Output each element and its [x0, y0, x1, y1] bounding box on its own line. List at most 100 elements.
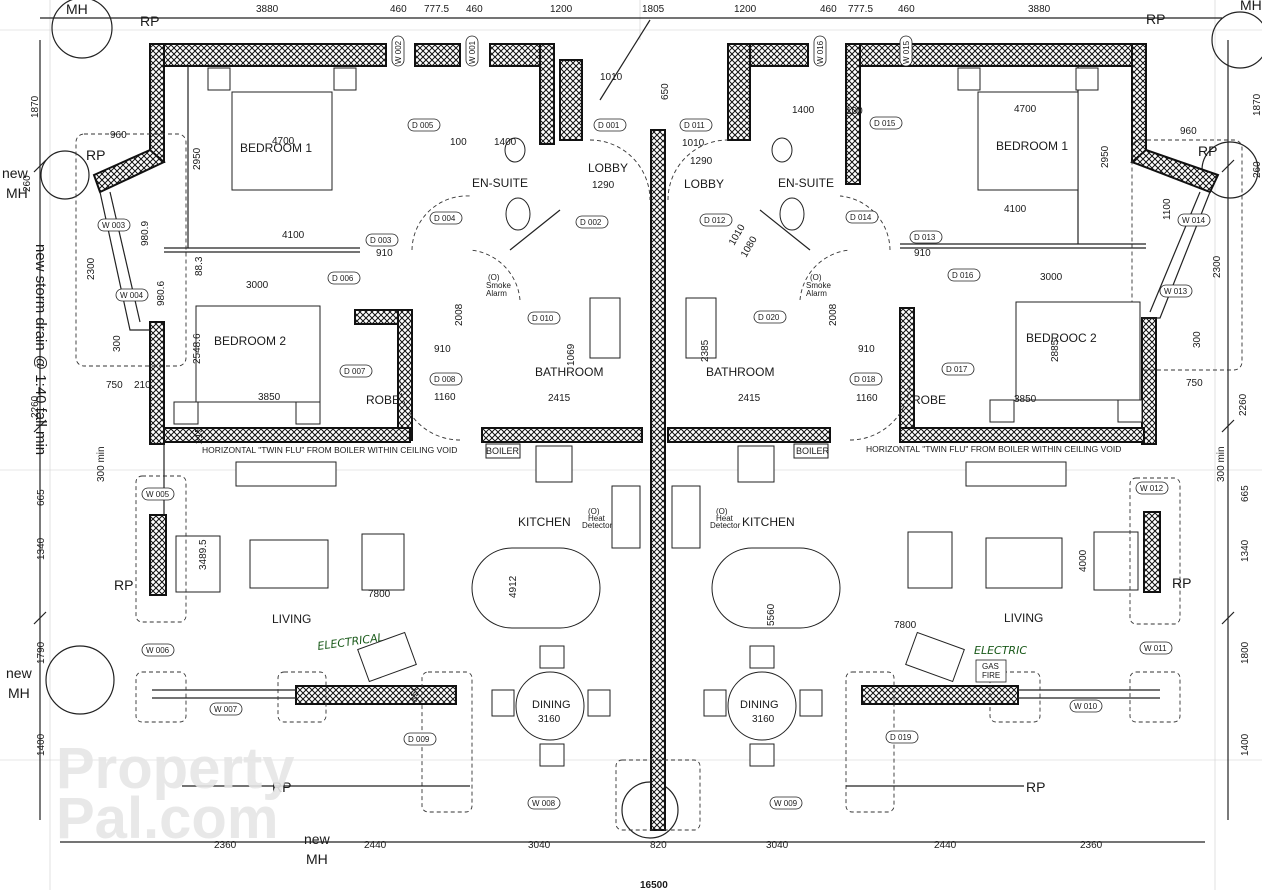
window-tag: W 013 [1164, 287, 1188, 296]
rp-marker-6: RP [1198, 143, 1217, 159]
dimension-label: 665 [36, 489, 47, 506]
dimension-label: 1400 [1240, 733, 1251, 756]
dimension-label: 3850 [1014, 394, 1037, 405]
dimension-label: 4912 [508, 575, 519, 598]
rp-marker-7: RP [1172, 575, 1191, 591]
new-marker-1: new [2, 165, 29, 181]
window-tag: W 007 [214, 705, 238, 714]
dimension-label: 450 [410, 685, 421, 702]
annotations: HORIZONTAL "TWIN FLU" FROM BOILER WITHIN… [32, 244, 1121, 683]
electrical-handwritten-right: ELECTRIC [974, 644, 1027, 657]
dimension-label: 3000 [1040, 272, 1063, 283]
mh-marker-4: MH [306, 851, 328, 867]
dimension-label: 4100 [282, 230, 305, 241]
door-tag: D 015 [874, 119, 896, 128]
boiler-label-left: BOILER [486, 446, 520, 456]
room-label-living-right: LIVING [1004, 611, 1043, 625]
dimension-label: 2360 [214, 840, 237, 851]
dimension-label: 2440 [934, 840, 957, 851]
rp-marker-4: RP [272, 779, 291, 795]
door-tag: D 013 [914, 233, 936, 242]
dimension-label: 1805 [642, 4, 665, 15]
dimension-label: 750 [106, 380, 123, 391]
boiler-label-right: BOILER [796, 446, 830, 456]
dimension-label: 300 [1192, 331, 1203, 348]
dimension-label: 1200 [734, 4, 757, 15]
dimension-label: 3000 [246, 280, 269, 291]
window-tag: W 011 [1144, 644, 1167, 653]
dimension-label: 3040 [528, 840, 551, 851]
room-label-bathroom-right: BATHROOM [706, 365, 774, 379]
window-tag: W 016 [816, 40, 825, 64]
heat-detector-right-3: Detector [710, 521, 741, 530]
opening-zones [135, 475, 1181, 831]
dimension-label: 1290 [592, 180, 615, 191]
dimension-label: 3880 [1028, 4, 1051, 15]
dimension-label: 88.3 [194, 256, 205, 276]
watermark-line-2: Pal.com [56, 786, 278, 851]
dimension-label: 460 [390, 4, 407, 15]
dimension-label: 1400 [494, 137, 517, 148]
dimension-label: 910 [434, 344, 451, 355]
dimension-label: 100 [450, 137, 467, 148]
right-dimensions: 1870 260 2300 300 2260 300 min 665 1340 … [1192, 93, 1262, 756]
new-marker-3: new [304, 831, 331, 847]
left-unit-walls [92, 43, 643, 705]
dimension-label: 3850 [258, 392, 281, 403]
smoke-alarm-left-3: Alarm [486, 289, 507, 298]
room-label-lobby-left: LOBBY [588, 161, 628, 175]
window-tag: W 006 [146, 646, 170, 655]
dimension-label: 260 [22, 175, 33, 192]
dimension-label: 100 [846, 106, 863, 117]
dimension-label: 4100 [1004, 204, 1027, 215]
smoke-alarm-right-1: (O) [810, 273, 822, 282]
room-label-lobby-right: LOBBY [684, 177, 724, 191]
room-label-dining-left: DINING [532, 699, 571, 711]
dimension-label: 2008 [828, 303, 839, 326]
overall-width: 16500 [640, 880, 668, 890]
storm-drain-note: new storm drain @ 1:40 fall min [32, 244, 49, 455]
door-tag: D 016 [952, 271, 974, 280]
mh-marker-2: MH [6, 185, 28, 201]
window-tag: W 001 [468, 40, 477, 64]
gas-fire-2: FIRE [982, 671, 1000, 680]
rp-marker-8: RP [1026, 779, 1045, 795]
survey-markers: RP RP RP RP RP RP RP RP MH MH MH MH MH n… [2, 0, 1262, 867]
dimension-label: 300 [112, 335, 123, 352]
dimension-label: 2950 [192, 147, 203, 170]
rp-marker-2: RP [86, 147, 105, 163]
dimension-label: 2415 [548, 393, 571, 404]
dimension-label: 300 min [96, 446, 107, 482]
dimension-label: 2360 [1080, 840, 1103, 851]
bottom-dimensions: 2360 2440 3040 820 3040 2440 2360 16500 [214, 840, 1103, 890]
dimension-label: 1080 [739, 234, 760, 259]
door-tag: D 007 [344, 367, 366, 376]
room-label-kitchen-left: KITCHEN [518, 515, 571, 529]
door-tag: D 017 [946, 365, 968, 374]
room-label-living-left: LIVING [272, 612, 311, 626]
watermark: Property Pal.com [56, 736, 295, 851]
door-tag: D 002 [580, 218, 602, 227]
dimension-label: 3880 [256, 4, 279, 15]
dimension-label: 1010 [682, 138, 705, 149]
door-tag: D 018 [854, 375, 876, 384]
window-tag: W 008 [532, 799, 556, 808]
room-label-kitchen-right: KITCHEN [742, 515, 795, 529]
dimension-label: 1800 [1240, 641, 1251, 664]
dimension-label: 1160 [434, 392, 456, 403]
door-tag: D 019 [890, 733, 912, 742]
window-tag: W 010 [1074, 702, 1098, 711]
room-label-ensuite-left: EN-SUITE [472, 176, 528, 190]
door-tag: D 014 [850, 213, 872, 222]
door-tag: D 008 [434, 375, 456, 384]
dimension-label: 260 [1252, 161, 1262, 178]
smoke-alarm-left-1: (O) [488, 273, 500, 282]
dimension-label: 2260 [30, 395, 41, 418]
window-tag: W 002 [394, 40, 403, 64]
dimension-label: 910 [376, 248, 393, 259]
dimension-label: 2548.6 [192, 333, 203, 364]
dimension-label: 2415 [738, 393, 761, 404]
dining-dim-left: 3160 [538, 714, 561, 725]
heat-detector-left-1: (O) [588, 507, 600, 516]
